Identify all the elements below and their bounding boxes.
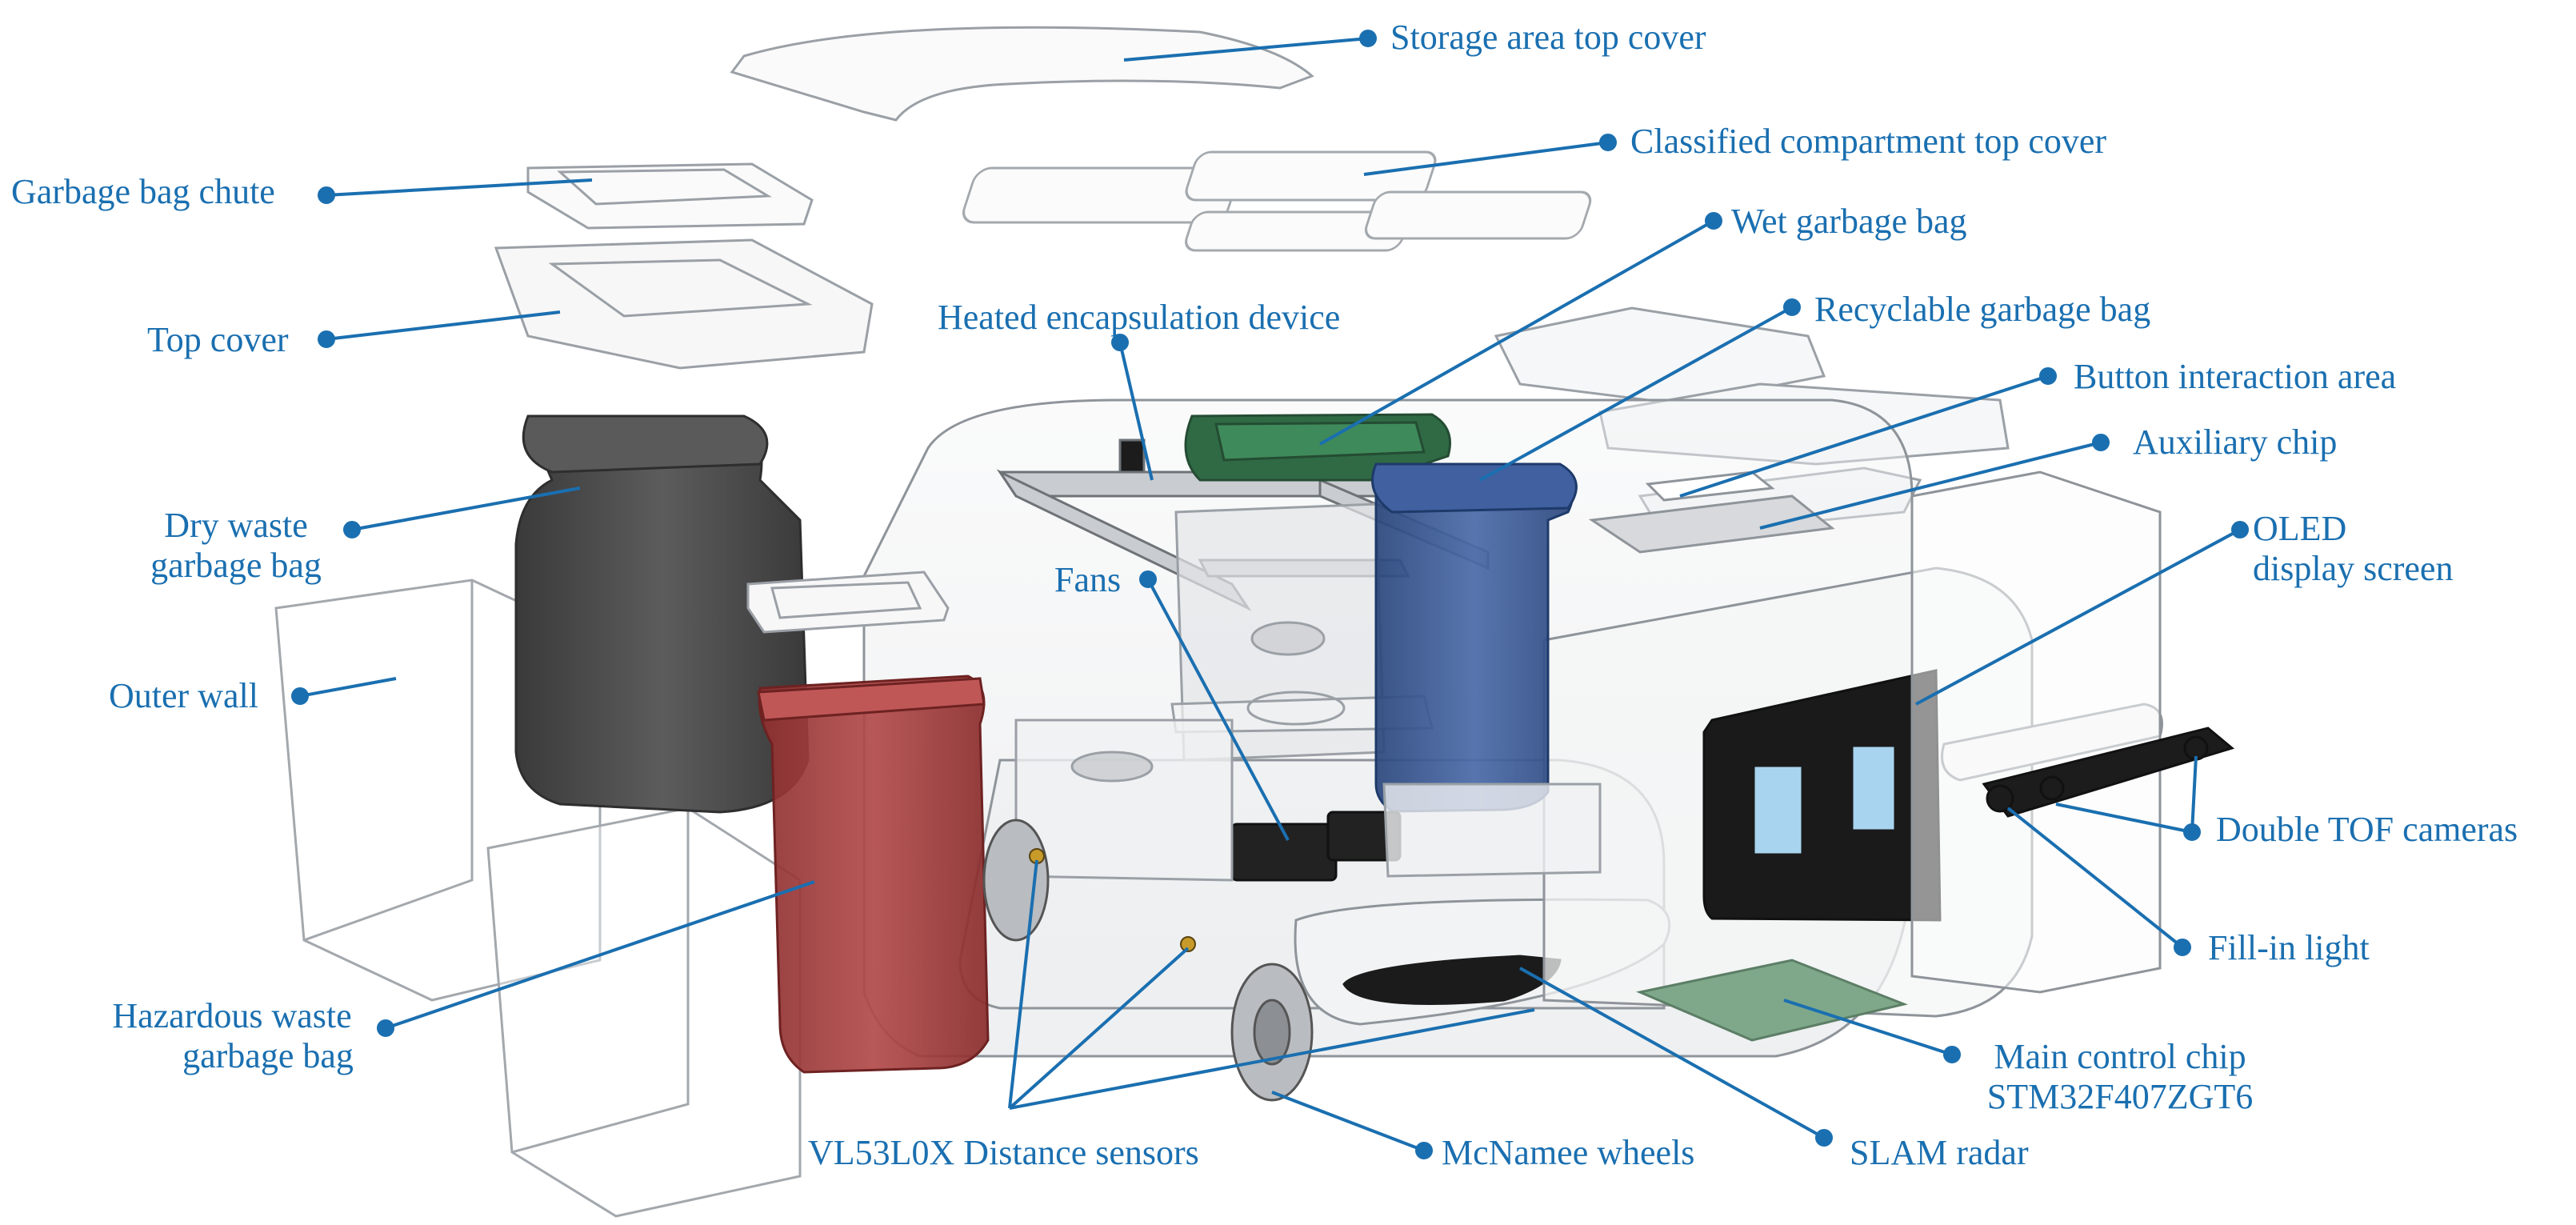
label-hazardous-line2: garbage bag bbox=[182, 1036, 354, 1075]
label-dry-waste-line1: Dry waste bbox=[164, 506, 308, 545]
label-auxiliary-chip: Auxiliary chip bbox=[2133, 422, 2338, 462]
label-hazardous-line1: Hazardous waste bbox=[112, 996, 352, 1035]
label-mcnamee: McNamee wheels bbox=[1442, 1133, 1695, 1172]
dry-waste-bag bbox=[514, 414, 810, 814]
label-oled-line2: display screen bbox=[2253, 549, 2454, 588]
label-classified-top-cover: Classified compartment top cover bbox=[1630, 122, 2107, 161]
classified-covers bbox=[962, 150, 1592, 252]
label-fans: Fans bbox=[1054, 560, 1122, 599]
top-cover bbox=[494, 238, 874, 370]
label-vl53l0x: VL53L0X Distance sensors bbox=[808, 1133, 1199, 1172]
chute-ring bbox=[746, 570, 950, 634]
label-dry-waste-bag: Dry waste garbage bag bbox=[136, 506, 336, 586]
label-top-cover: Top cover bbox=[147, 320, 289, 359]
label-storage-top-cover: Storage area top cover bbox=[1390, 18, 1706, 57]
label-heated-encapsulation: Heated encapsulation device bbox=[938, 298, 1341, 337]
label-main-chip-line1: Main control chip bbox=[1994, 1037, 2246, 1076]
garbage-bag-chute bbox=[526, 162, 814, 230]
label-slam: SLAM radar bbox=[1850, 1133, 2029, 1172]
label-outer-wall: Outer wall bbox=[109, 676, 258, 715]
label-main-chip-line2: STM32F407ZGT6 bbox=[1986, 1077, 2254, 1116]
main-control-chip bbox=[1636, 959, 1909, 1042]
wet-garbage-bag bbox=[1184, 413, 1451, 482]
lower-trays bbox=[1014, 719, 1602, 882]
label-dry-waste-line2: garbage bag bbox=[150, 546, 322, 585]
label-garbage-bag-chute: Garbage bag chute bbox=[11, 172, 275, 211]
label-main-chip: Main control chip STM32F407ZGT6 bbox=[1968, 1037, 2272, 1117]
fans bbox=[1230, 811, 1402, 882]
storage-top-cover bbox=[730, 26, 1314, 122]
tof-cameras bbox=[1982, 727, 2235, 818]
label-hazardous-bag: Hazardous waste garbage bag bbox=[88, 996, 376, 1076]
hazardous-waste-bag bbox=[757, 675, 990, 1074]
label-button-area: Button interaction area bbox=[2074, 357, 2397, 396]
label-recyclable-bag: Recyclable garbage bag bbox=[1814, 290, 2151, 329]
label-fill-in-light: Fill-in light bbox=[2208, 928, 2370, 967]
label-wet-garbage-bag: Wet garbage bag bbox=[1731, 202, 1967, 241]
recyclable-garbage-bag bbox=[1371, 462, 1578, 813]
right-panel bbox=[1542, 470, 2163, 1018]
label-double-tof: Double TOF cameras bbox=[2216, 810, 2518, 849]
label-oled: OLED display screen bbox=[2253, 509, 2493, 589]
label-oled-line1: OLED bbox=[2253, 509, 2347, 548]
leader-lines bbox=[291, 30, 2249, 1159]
